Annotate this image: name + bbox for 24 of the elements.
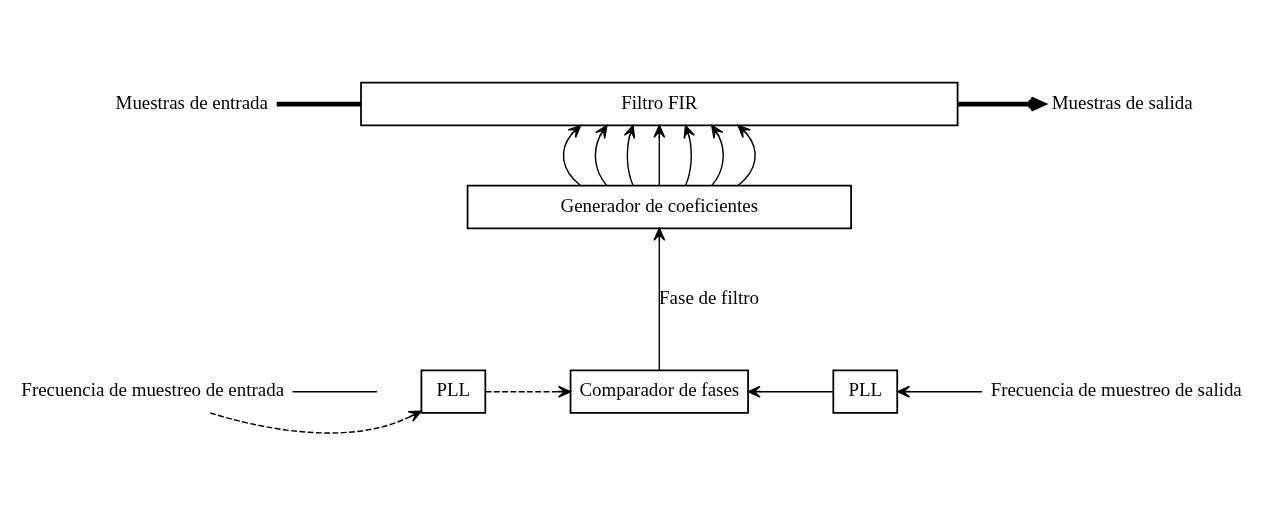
node-text: Muestras de entrada — [115, 91, 268, 113]
arrow — [594, 124, 608, 186]
node-box: Filtro FIR — [360, 81, 959, 126]
node-box: Generador de coeficientes — [466, 184, 852, 229]
arrow — [209, 410, 422, 434]
arrow — [747, 385, 834, 398]
node-box: PLL — [420, 369, 487, 414]
arrow — [683, 124, 695, 186]
arrow — [562, 124, 582, 186]
arrow — [711, 124, 724, 186]
arrow — [653, 227, 666, 371]
arrow — [623, 124, 636, 186]
node-box: Comparador de fases — [569, 369, 749, 414]
node-box: PLL — [832, 369, 899, 414]
arrow — [484, 385, 572, 398]
arrow — [737, 124, 756, 186]
edge-label: Fase de filtro — [659, 286, 759, 308]
arrow — [653, 124, 666, 186]
node-text: Muestras de salida — [1051, 91, 1193, 113]
arrow — [896, 385, 983, 398]
node-text: Frecuencia de muestreo de salida — [990, 378, 1242, 400]
connector — [291, 390, 378, 392]
connector — [276, 101, 361, 106]
node-text: Frecuencia de muestreo de entrada — [21, 378, 285, 400]
